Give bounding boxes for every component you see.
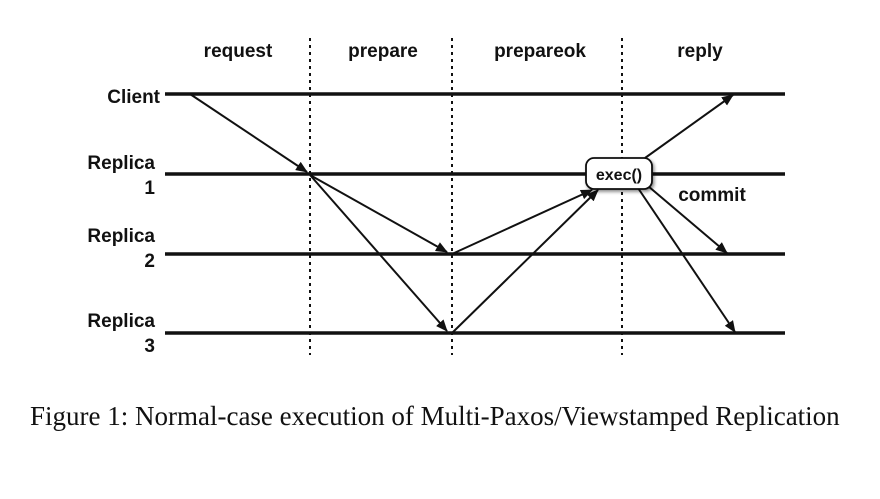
prepare-arrow-replica3	[309, 174, 448, 332]
commit-arrow-replica2	[647, 185, 728, 254]
prepare-arrow-replica2	[309, 174, 448, 253]
figure-caption: Figure 1: Normal-case execution of Multi…	[30, 401, 840, 431]
exec-box	[585, 157, 653, 190]
phase-label-reply: reply	[677, 41, 723, 62]
prepareok-arrow-replica2	[451, 189, 593, 255]
timeline-label-replica1-number: 1	[144, 178, 155, 199]
timeline-label-replica2: Replica	[87, 226, 155, 247]
phase-label-prepare: prepare	[348, 41, 418, 62]
phase-label-prepareok: prepareok	[494, 41, 586, 62]
timeline-label-replica1: Replica	[87, 153, 155, 174]
commit-arrow-replica3	[637, 187, 736, 333]
phase-label-request: request	[204, 41, 273, 62]
timeline-label-replica2-number: 2	[144, 251, 155, 272]
timeline-label-replica3: Replica	[87, 311, 155, 332]
timeline-label-replica3-number: 3	[144, 336, 155, 357]
prepareok-arrow-replica3	[451, 189, 599, 334]
request-arrow	[189, 93, 308, 173]
commit-label: commit	[678, 185, 746, 206]
reply-arrow	[644, 94, 734, 159]
timeline-label-client: Client	[107, 87, 160, 108]
exec-label: exec()	[596, 167, 642, 184]
